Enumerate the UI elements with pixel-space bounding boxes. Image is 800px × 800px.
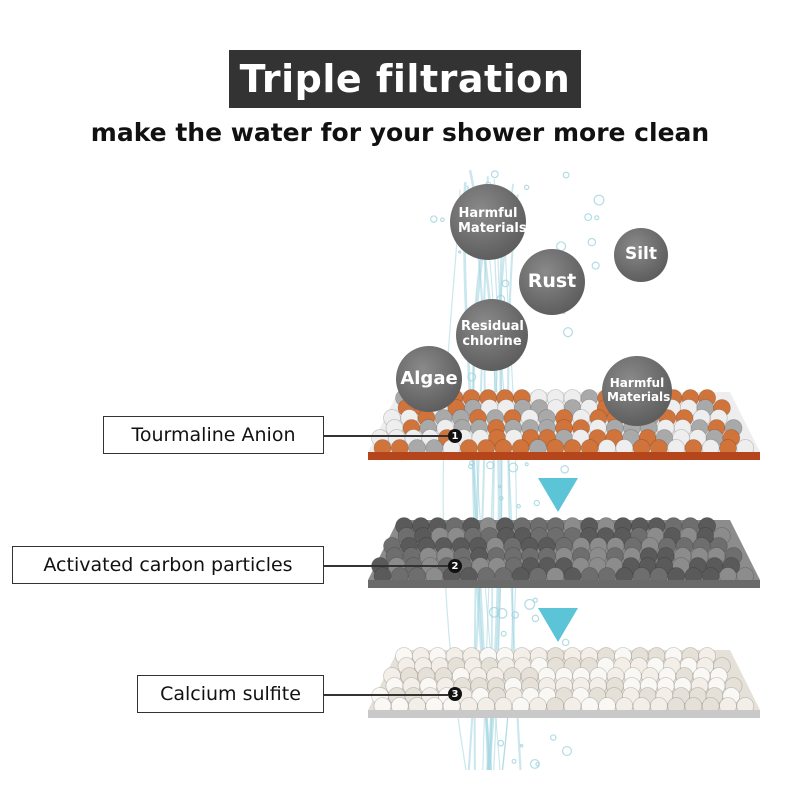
contaminant-bubble: Residual chlorine bbox=[456, 299, 528, 371]
water-droplet bbox=[594, 215, 600, 221]
layer-base bbox=[368, 580, 760, 588]
water-droplet bbox=[458, 250, 462, 254]
water-droplet bbox=[562, 171, 570, 179]
contaminant-label: Rust bbox=[527, 270, 577, 293]
leader-line-3 bbox=[324, 694, 448, 696]
leader-line-1 bbox=[324, 435, 448, 437]
water-droplet bbox=[439, 217, 445, 223]
water-droplet bbox=[584, 213, 593, 222]
water-droplet bbox=[587, 237, 597, 247]
water-droplet bbox=[529, 759, 540, 769]
water-droplet bbox=[523, 184, 530, 191]
flow-arrow-2-icon bbox=[538, 608, 578, 642]
water-droplet bbox=[593, 194, 605, 206]
contaminant-bubble: Algae bbox=[396, 346, 462, 412]
water-droplet bbox=[533, 499, 540, 507]
layer-label-3: Calcium sulfite bbox=[137, 675, 324, 713]
water-droplet bbox=[535, 762, 540, 767]
water-droplet bbox=[501, 279, 510, 288]
contaminant-label: Residual chlorine bbox=[461, 319, 524, 349]
water-droplet bbox=[519, 743, 524, 748]
layer-label-2: Activated carbon particles bbox=[12, 546, 324, 584]
water-droplet bbox=[511, 758, 517, 764]
water-droplet bbox=[497, 739, 505, 747]
water-droplet bbox=[490, 170, 499, 179]
contaminant-label: Silt bbox=[624, 244, 658, 265]
water-droplet bbox=[500, 630, 507, 637]
filter-layer-3 bbox=[368, 647, 760, 718]
water-droplet bbox=[516, 503, 521, 509]
filter-layer-2 bbox=[368, 517, 760, 588]
water-droplet bbox=[550, 734, 557, 741]
contaminant-bubble: Harmful Materials bbox=[602, 356, 672, 426]
water-droplet bbox=[508, 462, 519, 473]
water-droplet bbox=[561, 745, 572, 757]
water-droplet bbox=[591, 261, 600, 270]
leader-line-2 bbox=[324, 565, 448, 567]
page-subtitle: make the water for your shower more clea… bbox=[90, 118, 710, 147]
contaminant-bubble: Rust bbox=[519, 249, 585, 315]
contaminant-label: Algae bbox=[400, 367, 458, 389]
layer-number-3: 3 bbox=[448, 687, 462, 701]
water-droplet bbox=[560, 464, 570, 474]
title-banner: Triple filtration bbox=[229, 50, 581, 108]
water-droplet bbox=[562, 327, 574, 338]
water-droplet bbox=[524, 462, 529, 467]
water-droplet bbox=[532, 597, 538, 603]
contaminant-label: Harmful Materials bbox=[458, 206, 527, 236]
layer-base bbox=[368, 710, 760, 718]
water-droplet bbox=[524, 598, 536, 610]
contaminant-bubble: Harmful Materials bbox=[450, 184, 527, 260]
water-droplet bbox=[430, 215, 438, 223]
contaminant-label: Harmful Materials bbox=[607, 376, 671, 404]
layer-base bbox=[368, 452, 760, 460]
water-droplet bbox=[531, 614, 540, 623]
water-droplet bbox=[561, 638, 570, 647]
layer-label-1: Tourmaline Anion bbox=[103, 416, 324, 454]
page-title: Triple filtration bbox=[239, 57, 571, 101]
layer-number-2: 2 bbox=[448, 559, 462, 573]
flow-arrow-1-icon bbox=[538, 478, 578, 512]
layer-number-1: 1 bbox=[448, 429, 462, 443]
contaminant-bubble: Silt bbox=[614, 228, 668, 282]
